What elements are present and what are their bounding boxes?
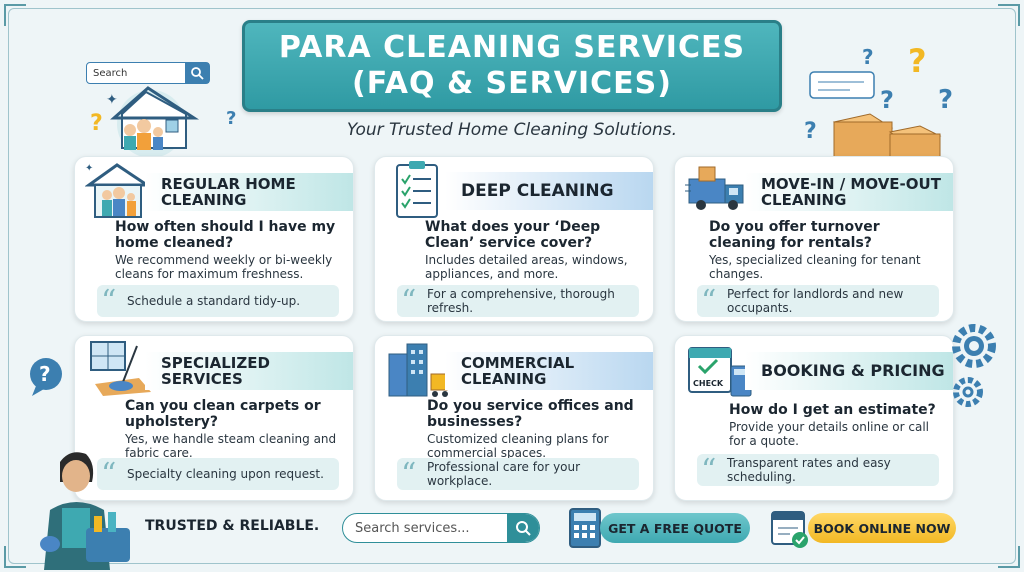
office-building-cart-icon bbox=[388, 343, 448, 397]
card-question: Can you clean carpets or upholstery? bbox=[125, 398, 321, 430]
card-quote: “ Specialty cleaning upon request. bbox=[97, 458, 339, 490]
card-quote: “ Perfect for landlords and new occupant… bbox=[697, 285, 939, 317]
service-card-move[interactable]: MOVE-IN / MOVE-OUT CLEANING Do you offer… bbox=[674, 156, 954, 322]
card-answer: Provide your details online or call for … bbox=[729, 420, 930, 448]
top-search-placeholder: Search bbox=[93, 67, 128, 79]
svg-text:?: ? bbox=[862, 45, 874, 69]
card-quote: “ Professional care for your workplace. bbox=[397, 458, 639, 490]
quote-icon: “ bbox=[101, 284, 117, 319]
card-answer: We recommend weekly or bi-weekly cleans … bbox=[115, 253, 333, 281]
quote-icon: “ bbox=[401, 457, 417, 492]
quote-icon: “ bbox=[701, 453, 717, 488]
card-title: BOOKING & PRICING bbox=[745, 352, 953, 390]
calendar-check-icon bbox=[771, 511, 808, 548]
card-title: DEEP CLEANING bbox=[445, 172, 653, 210]
svg-text:?: ? bbox=[39, 362, 51, 386]
cleaner-person-illustration bbox=[40, 452, 130, 570]
card-quote-text: Specialty cleaning upon request. bbox=[127, 467, 324, 481]
corner-ornament bbox=[998, 4, 1020, 26]
card-question: What does your ‘Deep Clean’ service cove… bbox=[425, 219, 601, 251]
tagline: TRUSTED & RELIABLE. bbox=[145, 518, 320, 534]
card-answer: Customized cleaning plans for commercial… bbox=[427, 432, 609, 460]
card-quote-text: Perfect for landlords and new occupants. bbox=[727, 287, 904, 315]
question-boxes-illustration: ? ? ? ? ? bbox=[804, 42, 953, 165]
card-title: MOVE-IN / MOVE-OUT CLEANING bbox=[745, 173, 953, 211]
service-card-deep[interactable]: DEEP CLEANING What does your ‘Deep Clean… bbox=[374, 156, 654, 322]
svg-text:?: ? bbox=[90, 111, 103, 136]
svg-text:?: ? bbox=[880, 86, 894, 114]
moving-truck-icon bbox=[685, 166, 744, 210]
card-quote: “ For a comprehensive, thorough refresh. bbox=[397, 285, 639, 317]
service-card-booking[interactable]: CHECK BOOKING & PRICING How do I get an … bbox=[674, 335, 954, 501]
search-icon[interactable] bbox=[185, 63, 209, 83]
card-answer: Yes, we handle steam cleaning and fabric… bbox=[125, 432, 337, 460]
service-card-regular[interactable]: ✦ REGULAR HOME CLEANING How often should… bbox=[74, 156, 354, 322]
carpet-steam-cleaner-icon bbox=[90, 341, 151, 396]
svg-text:✦: ✦ bbox=[106, 92, 118, 108]
svg-text:?: ? bbox=[226, 108, 236, 129]
page-subtitle: Your Trusted Home Cleaning Solutions. bbox=[346, 120, 678, 140]
card-title: COMMERCIAL CLEANING bbox=[445, 352, 653, 390]
clipboard-checklist-icon bbox=[396, 161, 438, 218]
corner-ornament bbox=[998, 546, 1020, 568]
card-quote-text: Professional care for your workplace. bbox=[427, 460, 581, 488]
card-quote-text: Transparent rates and easy scheduling. bbox=[727, 456, 891, 484]
get-free-quote-button[interactable]: GET A FREE QUOTE bbox=[600, 513, 750, 543]
help-bubble-icon: ? bbox=[30, 358, 62, 396]
calendar-label: CHECK bbox=[693, 379, 724, 388]
card-quote: “ Transparent rates and easy scheduling. bbox=[697, 454, 939, 486]
book-online-button[interactable]: BOOK ONLINE NOW bbox=[808, 513, 956, 543]
svg-text:?: ? bbox=[804, 119, 817, 144]
services-search-input[interactable]: Search services... bbox=[355, 520, 470, 536]
card-quote-text: For a comprehensive, thorough refresh. bbox=[427, 287, 615, 315]
top-search-bar[interactable]: Search bbox=[86, 62, 210, 84]
page-title: PARA CLEANING SERVICES bbox=[278, 30, 746, 65]
card-quote-text: Schedule a standard tidy-up. bbox=[127, 294, 301, 308]
service-card-specialized[interactable]: SPECIALIZED SERVICES Can you clean carpe… bbox=[74, 335, 354, 501]
title-banner: PARA CLEANING SERVICES (FAQ & SERVICES) bbox=[242, 20, 782, 112]
corner-ornament bbox=[4, 546, 26, 568]
card-question: Do you offer turnover cleaning for renta… bbox=[709, 219, 880, 251]
card-question: How do I get an estimate? bbox=[729, 402, 936, 418]
card-question: How often should I have my home cleaned? bbox=[115, 219, 336, 251]
svg-text:✦: ✦ bbox=[85, 163, 93, 174]
card-answer: Includes detailed areas, windows, applia… bbox=[425, 253, 628, 281]
svg-text:?: ? bbox=[938, 85, 953, 115]
quote-icon: “ bbox=[701, 284, 717, 319]
page-title-sub: (FAQ & SERVICES) bbox=[352, 66, 672, 101]
card-quote: “ Schedule a standard tidy-up. bbox=[97, 285, 339, 317]
quote-icon: “ bbox=[101, 457, 117, 492]
search-icon[interactable] bbox=[507, 514, 539, 542]
corner-ornament bbox=[4, 4, 26, 26]
card-title: SPECIALIZED SERVICES bbox=[145, 352, 353, 390]
services-search-bar[interactable]: Search services... bbox=[342, 513, 540, 543]
card-answer: Yes, specialized cleaning for tenant cha… bbox=[709, 253, 921, 281]
card-question: Do you service offices and businesses? bbox=[427, 398, 634, 430]
calculator-icon bbox=[569, 508, 601, 548]
family-house-illustration: ? ? ✦ bbox=[90, 86, 236, 158]
service-card-commercial[interactable]: COMMERCIAL CLEANING Do you service offic… bbox=[374, 335, 654, 501]
quote-icon: “ bbox=[401, 284, 417, 319]
svg-text:?: ? bbox=[908, 42, 927, 80]
gear-icon bbox=[952, 324, 996, 407]
card-title: REGULAR HOME CLEANING bbox=[145, 173, 353, 211]
family-home-icon: ✦ bbox=[85, 163, 152, 218]
